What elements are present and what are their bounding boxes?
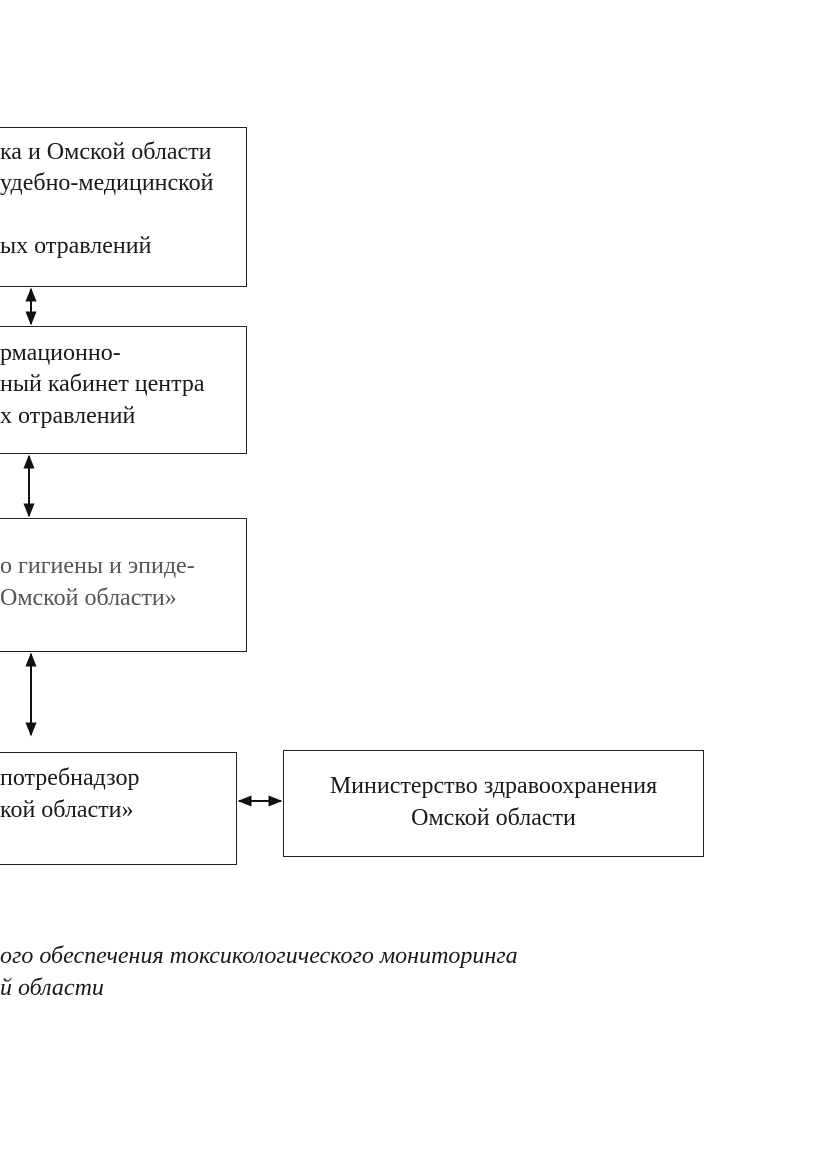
box-rospotrebnadzor-line1: потребнадзор — [0, 765, 140, 791]
box-lab-line3: ых отравлений — [0, 233, 152, 259]
box-lab — [0, 127, 247, 287]
box-rospotrebnadzor-line2: кой области» — [0, 797, 134, 823]
box-info-cabinet-line3: х отравлений — [0, 403, 136, 429]
box-hygiene-center-line1: о гигиены и эпиде- — [0, 553, 195, 579]
box-ministry-line1: Министерство здравоохранения — [329, 773, 658, 799]
box-ministry — [283, 750, 704, 857]
figure-caption-line2: й области — [0, 975, 104, 1001]
box-ministry-line2: Омской области — [411, 805, 576, 831]
figure-caption-line1: ого обеспечения токсикологического монит… — [0, 943, 518, 969]
box-hygiene-center-line2: Омской области» — [0, 585, 177, 611]
box-info-cabinet-line2: ный кабинет центра — [0, 371, 205, 397]
box-lab-line1: ка и Омской области — [0, 139, 212, 165]
box-info-cabinet — [0, 326, 247, 454]
box-hygiene-center — [0, 518, 247, 652]
box-rospotrebnadzor — [0, 752, 237, 865]
box-info-cabinet-line1: рмационно- — [0, 340, 121, 366]
box-lab-line2: удебно-медицинской — [0, 170, 214, 196]
